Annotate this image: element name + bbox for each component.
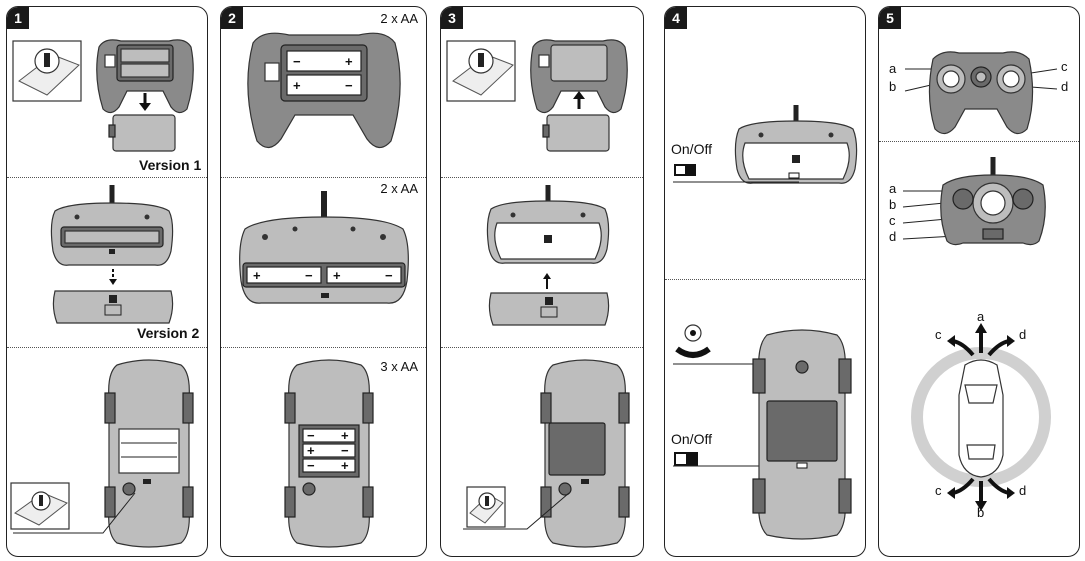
car-switch-inset-icon (10, 482, 70, 530)
minus-symbol: − (385, 268, 393, 283)
plus-symbol: + (253, 268, 261, 283)
gamepad-controls-image (904, 51, 1058, 135)
transmitter-back-image (734, 105, 858, 184)
step-3-panel: 3 (440, 6, 644, 557)
control-label-d: d (889, 229, 897, 244)
control-label-a: a (889, 181, 897, 196)
gamepad-closed-image (530, 39, 628, 114)
on-off-label: On/Off (671, 141, 712, 157)
section-divider (665, 279, 865, 280)
up-arrow-icon (573, 91, 585, 109)
car-direction-diagram (911, 323, 1051, 511)
section-divider (441, 177, 643, 178)
plus-symbol: + (341, 458, 349, 473)
version-2-label: Version 2 (137, 325, 200, 341)
car-batteries-image: − + + − − + (284, 359, 374, 548)
step-number-badge: 4 (665, 7, 687, 29)
step-number-badge: 1 (7, 7, 29, 29)
transmitter-open-image (50, 185, 174, 266)
minus-symbol: − (305, 268, 313, 283)
power-switch-inset-icon (12, 40, 82, 102)
transmitter-back-image (486, 185, 610, 264)
section-divider (221, 177, 426, 178)
battery-count-label: 3 x AA (380, 359, 418, 374)
gamepad-controller-image (96, 39, 194, 114)
direction-label-d: d (1019, 327, 1027, 342)
control-label-b: b (889, 197, 897, 212)
battery-count-label: 2 x AA (380, 181, 418, 196)
car-underside-image (752, 329, 852, 540)
control-label-a: a (889, 61, 897, 76)
on-off-label: On/Off (671, 431, 712, 447)
leader-line (13, 492, 136, 534)
minus-symbol: − (345, 78, 353, 93)
minus-symbol: − (307, 428, 315, 443)
control-label-b: b (889, 79, 897, 94)
step-2-panel: 2 2 x AA − + + − 2 x AA + − + − 3 x AA (220, 6, 427, 557)
step-5-panel: 5 a b c d a b c d a c d c (878, 6, 1080, 557)
plus-symbol: + (293, 78, 301, 93)
transmitter-front-image (902, 157, 1046, 246)
power-switch-inset-icon (446, 40, 516, 102)
direction-label-c: c (935, 483, 942, 498)
direction-label-c: c (935, 327, 942, 342)
gamepad-batteries-image: − + + − (247, 32, 401, 149)
minus-symbol: − (293, 54, 301, 69)
plus-symbol: + (307, 443, 315, 458)
battery-cover-v2-image (488, 292, 610, 326)
down-arrow-icon (139, 93, 151, 111)
battery-count-label: 2 x AA (380, 11, 418, 26)
section-divider (221, 347, 426, 348)
transmitter-batteries-image: + − + − (239, 191, 409, 304)
control-label-c: c (1061, 59, 1068, 74)
dashed-arrow-icon (109, 269, 117, 285)
minus-symbol: − (341, 443, 349, 458)
version-1-label: Version 1 (139, 157, 202, 173)
steering-trim-icon (675, 324, 711, 358)
on-off-switch-icon (674, 452, 698, 466)
battery-cover-image (542, 114, 610, 152)
step-number-badge: 5 (879, 7, 901, 29)
control-label-d: d (1061, 79, 1069, 94)
step-number-badge: 3 (441, 7, 463, 29)
step-1-panel: 1 Version 1 Version 2 (6, 6, 208, 557)
plus-symbol: + (333, 268, 341, 283)
section-divider (7, 347, 207, 348)
minus-symbol: − (307, 458, 315, 473)
step-4-panel: 4 On/Off On/Off (664, 6, 866, 557)
plus-symbol: + (345, 54, 353, 69)
plus-symbol: + (341, 428, 349, 443)
section-divider (441, 347, 643, 348)
section-divider (879, 141, 1079, 142)
car-underside-closed-image (540, 359, 630, 548)
car-switch-inset-icon (466, 486, 506, 528)
battery-cover-v2-image (52, 290, 174, 324)
control-label-c: c (889, 213, 896, 228)
direction-label-b: b (977, 505, 985, 520)
direction-label-d: d (1019, 483, 1027, 498)
section-divider (7, 177, 207, 178)
direction-label-a: a (977, 309, 985, 324)
battery-cover-image (108, 114, 176, 152)
on-off-switch-icon (674, 164, 696, 176)
up-arrow-icon (543, 273, 551, 289)
leader-line (463, 492, 570, 530)
leader-line (673, 181, 799, 183)
step-number-badge: 2 (221, 7, 243, 29)
